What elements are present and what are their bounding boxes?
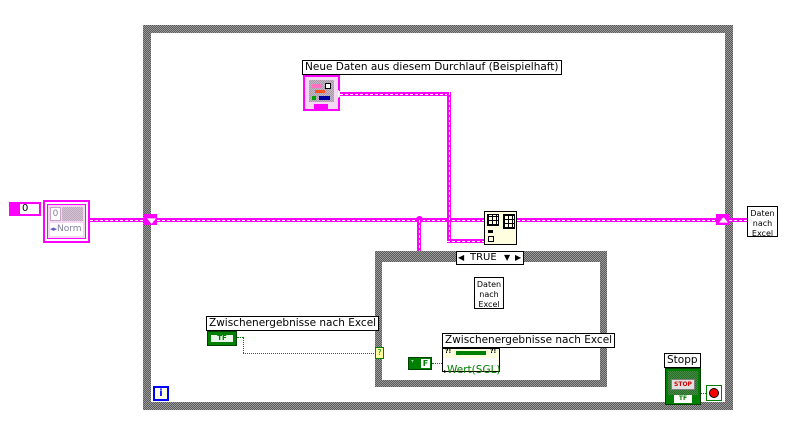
stop-button-text: STOP: [674, 381, 692, 388]
increment-decrement-icon[interactable]: [11, 204, 20, 214]
array-icon: [503, 214, 515, 229]
next-case-icon[interactable]: ▶: [515, 253, 522, 262]
mode-arrows-icon: ◂▸: [50, 225, 58, 233]
stop-tf-label: TF: [674, 395, 692, 403]
cluster-wire-main[interactable]: [157, 218, 484, 222]
boolean-wire-h2[interactable]: [243, 353, 376, 354]
iteration-terminal-label: i: [159, 388, 163, 399]
cluster-wire-top-down[interactable]: [447, 92, 451, 242]
loop-condition-terminal[interactable]: [706, 385, 722, 401]
property-value-row[interactable]: ▸Wert(SGL): [444, 358, 501, 376]
refnum-pattern: [62, 207, 83, 221]
shift-register-right[interactable]: [716, 214, 729, 225]
cluster-element-icon: [312, 96, 316, 100]
cluster-element-icon: [315, 90, 325, 93]
cluster-element-icon: [325, 83, 331, 89]
element-icon: [488, 236, 494, 242]
boolean-wire-v[interactable]: [243, 337, 244, 353]
stop-tf-text: TF: [678, 395, 688, 402]
cluster-wire-top[interactable]: [340, 92, 451, 96]
stop-button-terminal[interactable]: STOP TF: [665, 368, 701, 405]
case-selector[interactable]: ◀ TRUE ▼ ▶: [456, 251, 524, 265]
stop-label: Stopp: [664, 353, 701, 368]
subvi-text-line: nach: [752, 219, 773, 228]
daten-nach-excel-output[interactable]: Daten nach Excel: [747, 206, 778, 238]
toggle-icon: ᵀ: [411, 359, 414, 367]
subvi-text-line: Daten: [476, 280, 502, 289]
cluster-wire-branch-down[interactable]: [417, 220, 421, 252]
refnum-index: 0: [52, 209, 59, 219]
cluster-element-icon: [312, 84, 322, 88]
subvi-text-line: Excel: [478, 300, 500, 309]
subvi-text-line: Daten: [750, 209, 775, 218]
ref-icon: ?!: [445, 348, 452, 355]
property-node[interactable]: ?! ?! ▸Wert(SGL): [442, 348, 501, 376]
shift-register-left[interactable]: [144, 214, 157, 225]
boolean-wire-h1[interactable]: [237, 337, 243, 338]
wire-junction: [416, 216, 423, 223]
top-control-label: Neue Daten aus diesem Durchlauf (Beispie…: [302, 60, 562, 75]
shift-register-up-icon: [719, 217, 728, 223]
refnum-mode-label: Norm: [57, 224, 82, 234]
case-selector-value: TRUE: [470, 252, 497, 263]
iteration-terminal: i: [153, 386, 169, 401]
array-icon: [487, 214, 499, 226]
boolean-wire-const[interactable]: [432, 363, 442, 364]
refnum-index-box: 0: [50, 207, 61, 221]
numeric-value: 0: [22, 203, 29, 214]
property-name: Wert(SGL): [447, 364, 501, 376]
boolean-control-label: Zwischenergebnisse nach Excel: [206, 316, 380, 331]
case-indicator-label: Zwischenergebnisse nach Excel: [442, 333, 616, 348]
input-arrow-icon: ▸: [444, 368, 448, 375]
boolean-control[interactable]: TF: [207, 331, 237, 346]
case-selector-terminal[interactable]: ?: [375, 347, 384, 359]
property-node-header: ?! ?!: [444, 348, 498, 357]
cluster-wire-top-to-node[interactable]: [447, 239, 484, 243]
cluster-element-icon: [319, 96, 330, 100]
build-array-node[interactable]: [484, 211, 517, 245]
refnum-mode[interactable]: ◂▸Norm: [50, 223, 83, 236]
case-dropdown-icon[interactable]: ▼: [504, 253, 511, 262]
boolean-constant[interactable]: ᵀ F: [408, 357, 432, 370]
cluster-wire-main-left[interactable]: [90, 218, 146, 222]
cluster-type-icon: [314, 104, 328, 109]
stop-button-face: STOP: [671, 379, 695, 390]
refnum-control[interactable]: 0 ◂▸Norm: [43, 200, 90, 243]
boolean-control-text: TF: [217, 334, 227, 342]
shift-register-down-icon: [147, 218, 156, 224]
daten-nach-excel-subvi[interactable]: Daten nach Excel: [474, 277, 504, 309]
stop-wire[interactable]: [701, 393, 706, 394]
element-icon: [488, 230, 493, 233]
property-bar: [456, 351, 486, 355]
subvi-text-line: Excel: [751, 229, 774, 238]
numeric-control[interactable]: 0: [9, 202, 41, 216]
top-cluster-control[interactable]: [303, 75, 343, 111]
boolean-constant-value: F: [421, 359, 430, 368]
subvi-text-line: nach: [479, 290, 499, 299]
cluster-wire-out[interactable]: [729, 218, 747, 222]
prev-case-icon[interactable]: ◀: [458, 253, 465, 262]
cluster-wire-main-right[interactable]: [517, 218, 717, 222]
refnum-body: 0 ◂▸Norm: [47, 204, 86, 239]
ref-icon: ?!: [490, 348, 497, 355]
boolean-control-body: TF: [210, 334, 234, 343]
stop-if-true-icon: [709, 388, 719, 398]
